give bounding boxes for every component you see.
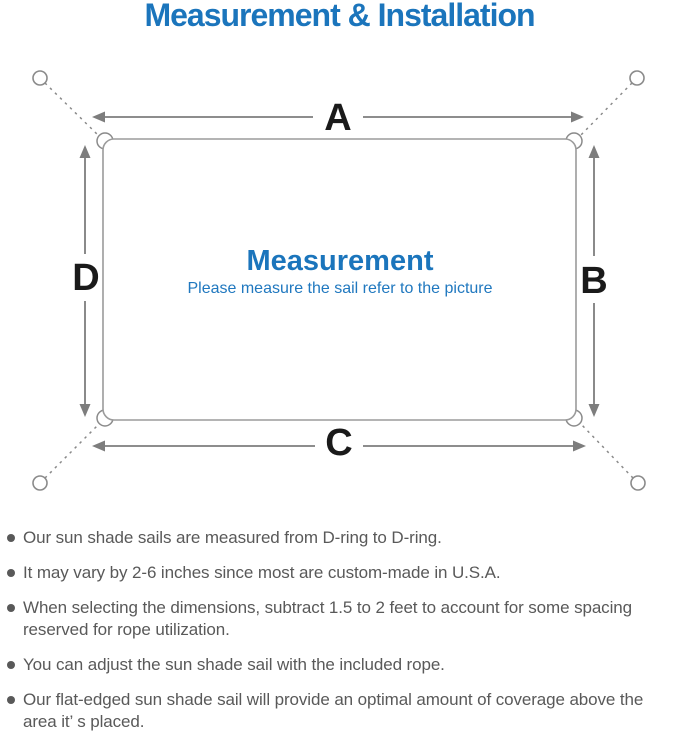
list-item: Our flat-edged sun shade sail will provi… bbox=[7, 689, 667, 733]
note-text: It may vary by 2-6 inches since most are… bbox=[23, 563, 501, 582]
measurement-diagram: A B C bbox=[0, 60, 679, 520]
notes-list: Our sun shade sails are measured from D-… bbox=[7, 527, 667, 739]
dim-label-c: C bbox=[325, 422, 352, 464]
arrow-left-icon bbox=[92, 111, 105, 123]
bullet-icon bbox=[7, 661, 15, 669]
bullet-icon bbox=[7, 534, 15, 542]
note-text: You can adjust the sun shade sail with t… bbox=[23, 655, 445, 674]
list-item: You can adjust the sun shade sail with t… bbox=[7, 654, 667, 676]
arrow-right-icon bbox=[573, 440, 586, 452]
anchor-point-icon-bottom-left bbox=[32, 475, 48, 491]
sail-diagram-svg: A B C bbox=[32, 70, 646, 491]
dim-label-a: A bbox=[324, 97, 351, 139]
bullet-icon bbox=[7, 604, 15, 612]
diagram-center-title: Measurement bbox=[247, 245, 434, 277]
arrow-down-icon bbox=[79, 404, 91, 417]
list-item: When selecting the dimensions, subtract … bbox=[7, 597, 667, 641]
rope-dash-top-left bbox=[44, 82, 101, 138]
dimension-d: D bbox=[72, 145, 100, 417]
rope-dash-bottom-left bbox=[44, 422, 101, 479]
note-text: When selecting the dimensions, subtract … bbox=[23, 598, 632, 639]
rope-dash-top-right bbox=[578, 82, 633, 138]
dim-label-d: D bbox=[72, 257, 99, 299]
dimension-c: C bbox=[92, 422, 586, 464]
rope-dash-bottom-right bbox=[579, 422, 634, 479]
arrow-left-icon bbox=[92, 440, 105, 452]
sail-outline bbox=[102, 138, 577, 421]
bullet-icon bbox=[7, 569, 15, 577]
note-text: Our flat-edged sun shade sail will provi… bbox=[23, 690, 644, 731]
dimension-b: B bbox=[580, 145, 608, 417]
dimension-a: A bbox=[92, 97, 584, 139]
diagram-center-subtitle: Please measure the sail refer to the pic… bbox=[187, 280, 492, 297]
anchor-point-icon-top-left bbox=[32, 70, 48, 86]
arrow-right-icon bbox=[571, 111, 584, 123]
note-text: Our sun shade sails are measured from D-… bbox=[23, 528, 442, 547]
arrow-up-icon bbox=[588, 145, 600, 158]
anchor-point-icon-bottom-right bbox=[630, 475, 646, 491]
dim-label-b: B bbox=[580, 260, 607, 302]
anchor-point-icon-top-right bbox=[629, 70, 645, 86]
list-item: Our sun shade sails are measured from D-… bbox=[7, 527, 667, 549]
arrow-up-icon bbox=[79, 145, 91, 158]
bullet-icon bbox=[7, 696, 15, 704]
list-item: It may vary by 2-6 inches since most are… bbox=[7, 562, 667, 584]
page-title: Measurement & Installation bbox=[144, 0, 535, 33]
arrow-down-icon bbox=[588, 404, 600, 417]
